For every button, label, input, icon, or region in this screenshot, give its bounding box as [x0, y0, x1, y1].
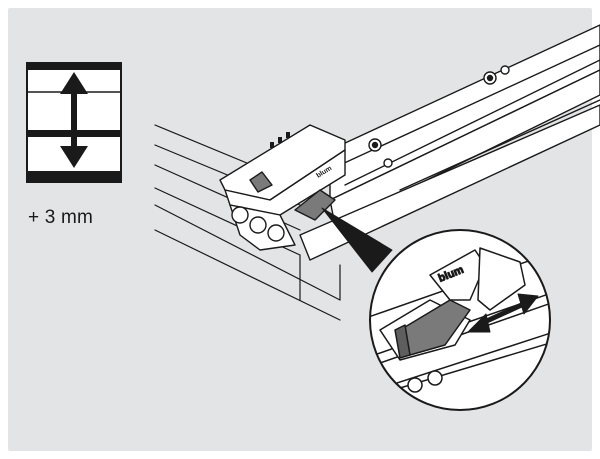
height-adjustment-icon [26, 62, 122, 183]
double-arrow-icon [60, 72, 88, 168]
detail-pointer [321, 207, 393, 273]
adjustment-caption: + 3 mm [28, 207, 94, 228]
drawer-runner-illustration: blum blum [154, 24, 600, 411]
front-fixing-clip: blum [219, 124, 346, 251]
detail-callout-circle: blum [369, 229, 551, 411]
lateral-adjust-arrow-icon [467, 293, 539, 333]
